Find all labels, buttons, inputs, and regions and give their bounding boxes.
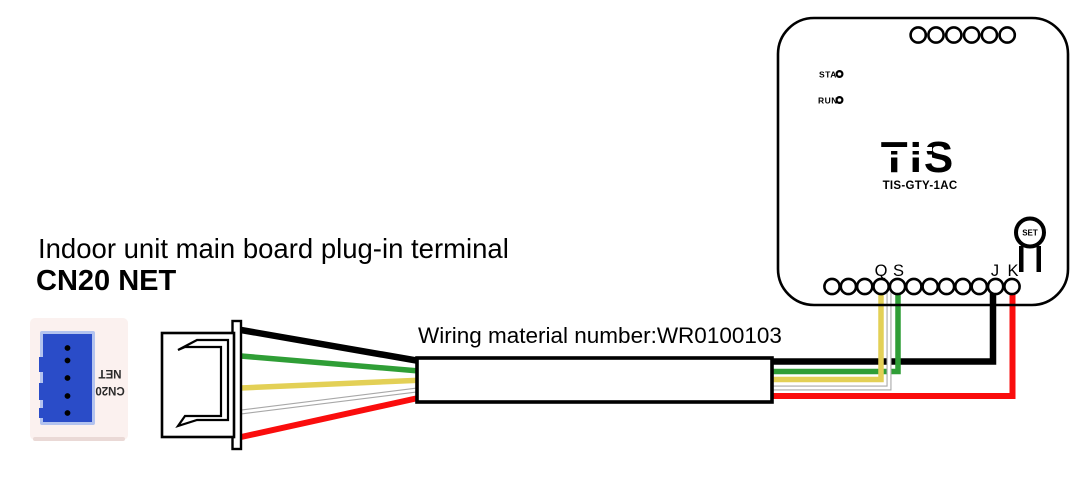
module-top-hole bbox=[909, 26, 928, 44]
terminal-label-k: K bbox=[1007, 262, 1018, 280]
wire-yellow-right bbox=[765, 292, 884, 383]
module-top-hole bbox=[980, 26, 999, 44]
module-bottom-hole bbox=[839, 277, 858, 296]
terminal-pin-dot bbox=[64, 357, 71, 364]
wire-black-right bbox=[765, 292, 997, 365]
plug-connector-latch bbox=[175, 338, 230, 429]
module-bottom-hole bbox=[970, 277, 989, 296]
wire-fanout-left bbox=[240, 326, 426, 440]
terminal-board-group: NET CN20 bbox=[30, 318, 128, 441]
terminal-pin-dot bbox=[64, 393, 71, 399]
logo-stripe bbox=[874, 154, 932, 158]
module-bottom-hole bbox=[937, 277, 956, 296]
terminal-silkscreen-net: NET bbox=[99, 367, 122, 379]
wire-red-left bbox=[240, 393, 426, 440]
terminal-silkscreen-cn20: CN20 bbox=[95, 384, 124, 396]
set-button-leg-right bbox=[1036, 246, 1041, 272]
terminal-pin-dot bbox=[64, 345, 71, 351]
wire-white-left bbox=[240, 387, 426, 414]
cable-sheath bbox=[415, 356, 774, 404]
connector-tab bbox=[39, 383, 44, 400]
module-bottom-hole bbox=[904, 277, 923, 296]
terminal-label-q: Q bbox=[875, 262, 888, 280]
connector-tab bbox=[39, 357, 44, 372]
module-top-hole bbox=[998, 26, 1017, 44]
module-bottom-hole-k bbox=[1003, 277, 1021, 296]
module-bottom-holes bbox=[823, 277, 1021, 296]
led-run-dot bbox=[835, 95, 844, 104]
wire-green-right bbox=[765, 292, 901, 375]
plug-connector-group bbox=[160, 319, 243, 451]
logo-stripe bbox=[874, 147, 932, 151]
wire-red-right bbox=[765, 292, 1016, 399]
set-button: SET bbox=[1014, 216, 1046, 272]
gateway-module-body bbox=[776, 16, 1070, 307]
module-bottom-hole-q bbox=[872, 277, 890, 296]
terminal-pin-dot bbox=[64, 375, 71, 381]
wire-runs-right bbox=[765, 292, 1016, 399]
module-top-hole bbox=[962, 26, 981, 44]
module-bottom-hole bbox=[954, 277, 972, 296]
wire-white-right bbox=[765, 292, 891, 390]
set-button-leg-left bbox=[1019, 246, 1024, 272]
module-bottom-hole bbox=[855, 277, 874, 296]
module-bottom-hole bbox=[823, 277, 841, 296]
cable-label: Wiring material number:WR0100103 bbox=[418, 323, 782, 348]
wire-green-left bbox=[240, 353, 426, 375]
module-bottom-hole-j bbox=[986, 277, 1005, 296]
module-top-holes bbox=[909, 26, 1017, 44]
module-bottom-hole-s bbox=[888, 277, 907, 296]
terminal-label-j: J bbox=[991, 262, 999, 280]
connector-tab bbox=[39, 408, 44, 418]
terminal-pin-dot bbox=[64, 410, 71, 416]
page-subtitle: CN20 NET bbox=[36, 265, 176, 297]
page-title: Indoor unit main board plug-in terminal bbox=[38, 233, 509, 264]
gateway-module-group: STA RUN TIS TIS-GTY-1AC SET Q S J K bbox=[776, 16, 1070, 307]
terminal-label-s: S bbox=[893, 262, 904, 280]
module-model-label: TIS-GTY-1AC bbox=[883, 180, 958, 192]
led-sta-label: STA bbox=[819, 70, 837, 80]
set-button-label: SET bbox=[1022, 229, 1038, 238]
wire-black-left bbox=[240, 326, 426, 366]
wire-yellow-left bbox=[240, 377, 426, 391]
led-run-label: RUN bbox=[818, 96, 838, 106]
module-top-hole bbox=[927, 26, 945, 44]
terminal-board-shadow bbox=[33, 437, 125, 441]
module-top-hole bbox=[944, 26, 963, 44]
set-button-ring bbox=[1014, 216, 1046, 249]
module-bottom-hole bbox=[921, 277, 940, 296]
led-sta-dot bbox=[835, 69, 844, 78]
